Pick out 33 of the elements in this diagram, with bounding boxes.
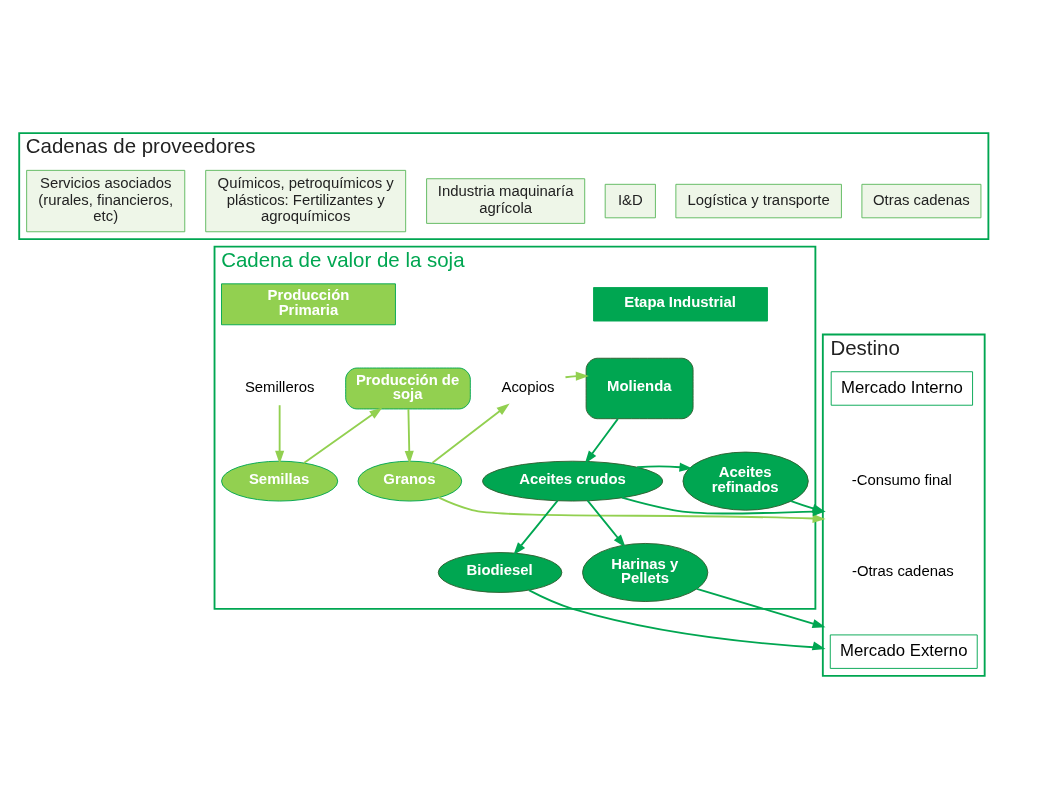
node-text: Semilleros	[244, 379, 315, 396]
node-box: I&D	[604, 183, 656, 219]
arrow	[584, 417, 619, 464]
node-box: Producción de soja	[345, 367, 471, 410]
node-ellipse: Granos	[357, 460, 463, 502]
node-box: Servicios asociados (rurales, financieros, etc)	[26, 169, 186, 233]
node-box: Industria maquinaría agrícola	[426, 178, 586, 224]
node-box: Otras cadenas	[861, 183, 982, 219]
node-ellipse: Harinas y Pellets	[582, 543, 709, 602]
arrow	[513, 499, 559, 556]
node-box: Producción Primaria	[221, 283, 396, 326]
arrow	[636, 462, 693, 472]
arrow	[404, 408, 414, 464]
node-box: Mercado Externo	[829, 634, 978, 669]
node-box: Mercado Interno	[830, 371, 974, 406]
node-box: Molienda	[585, 357, 694, 420]
node-text: Acopios	[501, 379, 555, 396]
label: -Otras cadenas	[851, 563, 954, 580]
node-box: Químicos, petroquímicos y plásticos: Fertilizantes y agroquímicos	[205, 169, 407, 233]
arrow	[586, 499, 626, 548]
label: -Consumo final	[851, 471, 952, 488]
node-ellipse: Aceites crudos	[482, 460, 664, 502]
node-ellipse: Biodiesel	[437, 552, 563, 593]
arrow	[527, 589, 826, 651]
node-ellipse: Aceites refinados	[682, 451, 809, 511]
arrow	[275, 404, 285, 464]
node-box: Logística y transporte	[675, 183, 842, 219]
node-ellipse: Semillas	[221, 460, 339, 502]
node-box: Etapa Industrial	[593, 287, 768, 322]
arrow	[303, 407, 383, 464]
arrow	[695, 587, 826, 628]
arrow	[431, 403, 510, 464]
arrow	[564, 371, 589, 381]
